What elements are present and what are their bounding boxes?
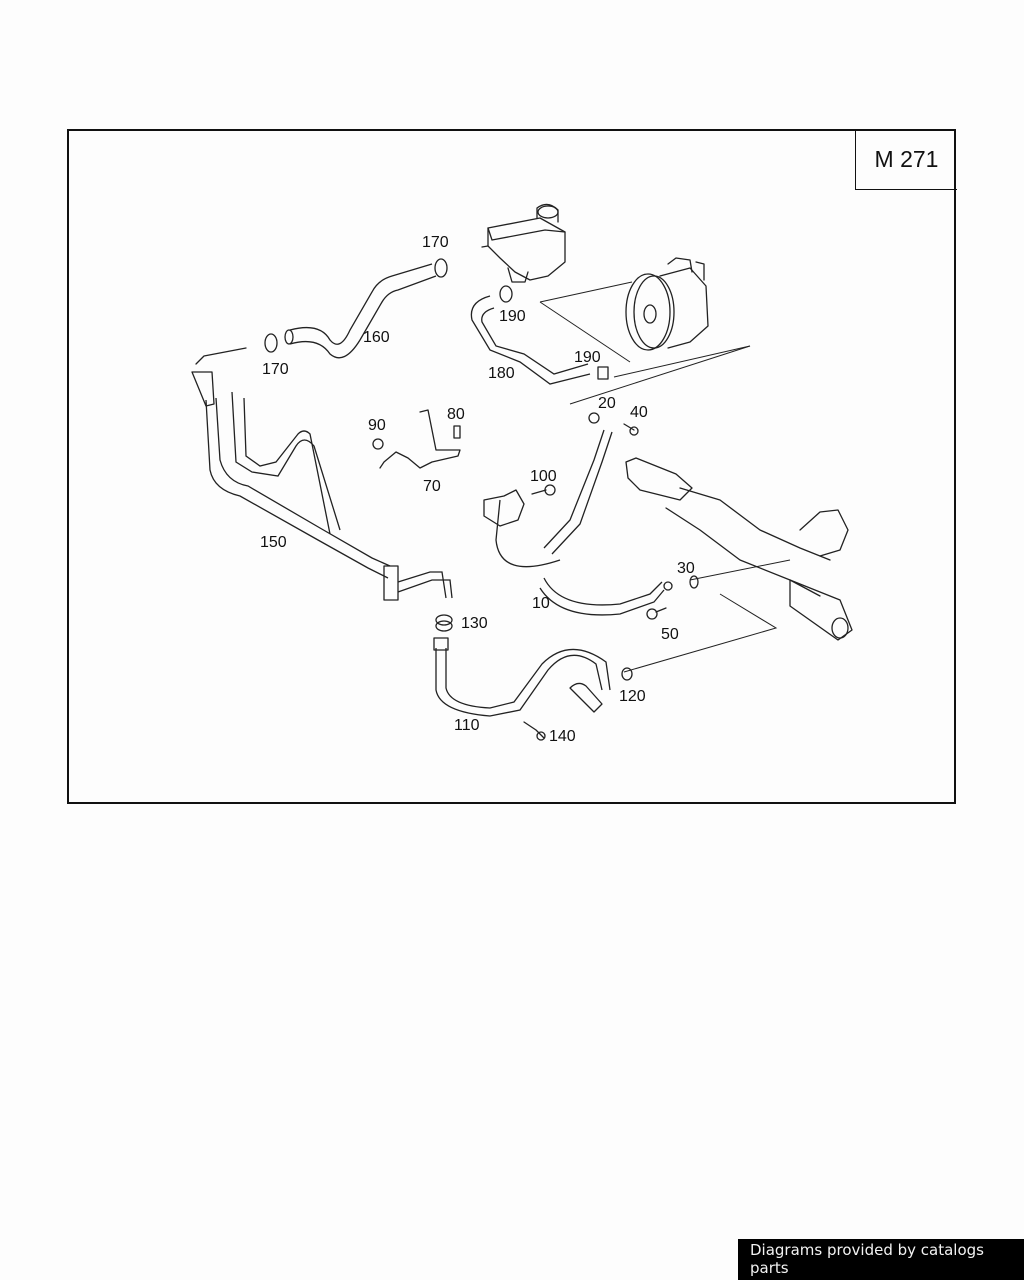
steering-rack-illustration	[623, 457, 853, 673]
callout-80[interactable]: 80	[447, 406, 465, 423]
callout-20[interactable]: 20	[598, 395, 616, 412]
callout-190-reservoir[interactable]: 190	[499, 308, 526, 325]
callout-160[interactable]: 160	[363, 329, 390, 346]
pressure-line-10-illustration	[483, 429, 673, 616]
callout-170-lower[interactable]: 170	[262, 361, 289, 378]
attribution-text: Diagrams provided by catalogs parts	[750, 1240, 984, 1277]
hardware-illustration	[435, 412, 699, 632]
callout-100[interactable]: 100	[530, 468, 557, 485]
bracket-70-illustration	[372, 409, 461, 469]
callout-180[interactable]: 180	[488, 365, 515, 382]
callout-10[interactable]: 10	[532, 595, 550, 612]
callout-130[interactable]: 130	[461, 615, 488, 632]
callout-150[interactable]: 150	[260, 534, 287, 551]
callout-30[interactable]: 30	[677, 560, 695, 577]
model-label: M 271	[855, 129, 957, 190]
cooler-line-150-illustration	[191, 347, 453, 601]
callout-40[interactable]: 40	[630, 404, 648, 421]
callout-70[interactable]: 70	[423, 478, 441, 495]
suction-hose-180-illustration	[470, 285, 609, 385]
reservoir-illustration	[481, 203, 566, 283]
callout-140[interactable]: 140	[549, 728, 576, 745]
callout-90[interactable]: 90	[368, 417, 386, 434]
diagram-frame	[67, 129, 956, 804]
return-hose-160-illustration	[264, 258, 448, 359]
callout-170-upper[interactable]: 170	[422, 234, 449, 251]
callout-190-pump[interactable]: 190	[574, 349, 601, 366]
pump-illustration	[539, 257, 751, 405]
attribution-badge: Diagrams provided by catalogs parts	[738, 1239, 1024, 1280]
callout-120[interactable]: 120	[619, 688, 646, 705]
callout-50[interactable]: 50	[661, 626, 679, 643]
callout-110[interactable]: 110	[454, 717, 480, 734]
return-line-110-illustration	[433, 637, 633, 741]
